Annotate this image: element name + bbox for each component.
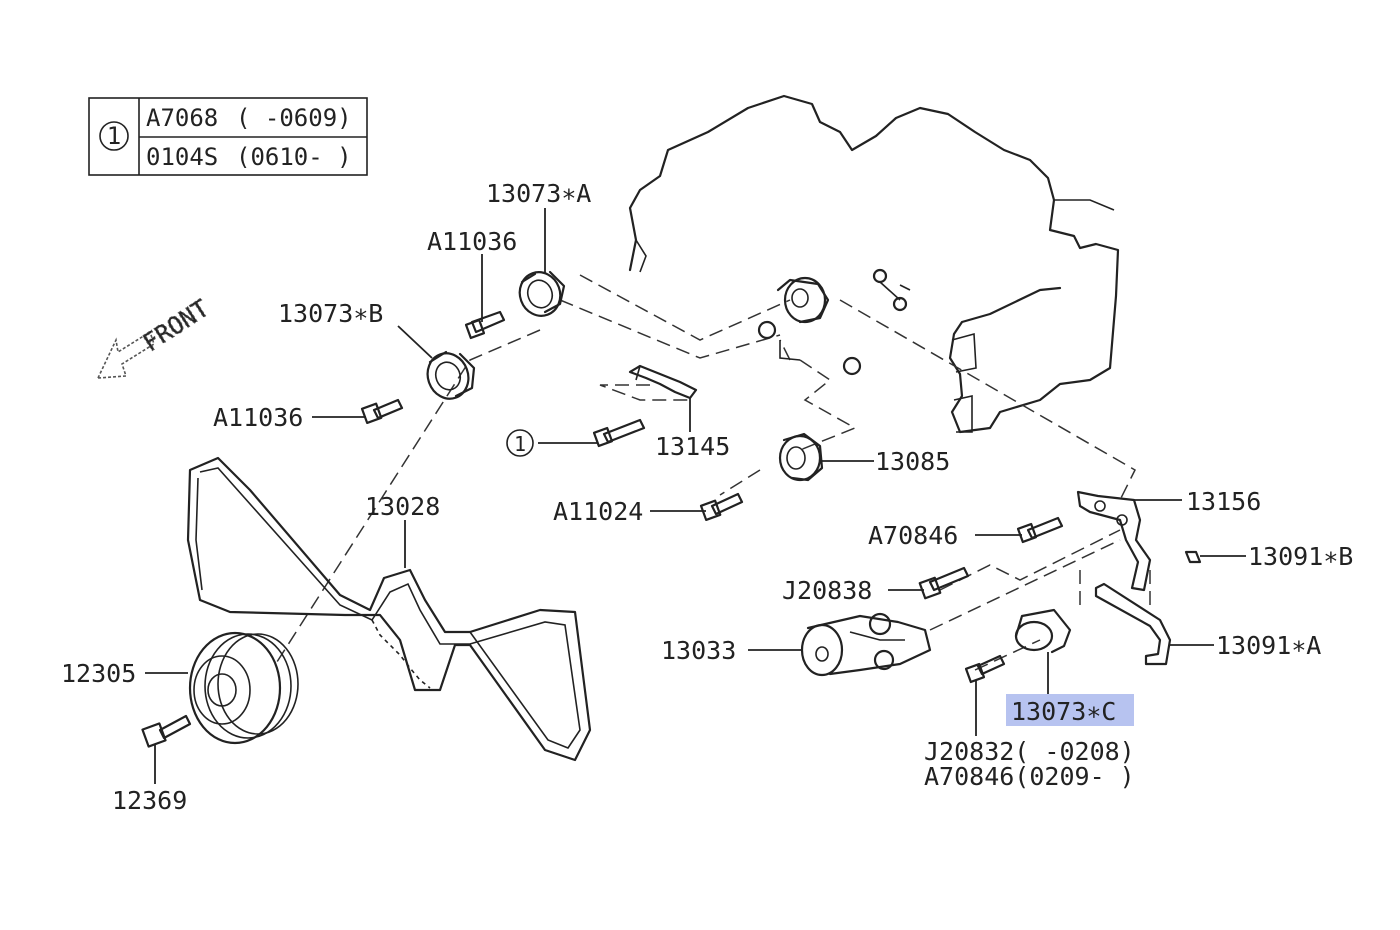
crank-bolt xyxy=(141,714,192,748)
table-row-2-range: (0610- ) xyxy=(236,143,352,171)
label-a70846-range[interactable]: A70846(0209- ) xyxy=(924,762,1135,791)
leader-lines xyxy=(145,208,1246,784)
bolt-j20838 xyxy=(918,566,970,600)
cam-sprocket xyxy=(757,268,911,376)
engine-block xyxy=(628,94,1120,434)
bolt-j20832 xyxy=(964,654,1006,684)
bolt-a70846 xyxy=(1016,516,1064,544)
crank-pulley xyxy=(188,631,299,745)
bolt-a11036-top xyxy=(464,310,506,340)
idler-pulley-b xyxy=(426,350,476,400)
label-13085[interactable]: 13085 xyxy=(875,447,950,476)
table-marker: 1 xyxy=(107,122,121,150)
label-a11024[interactable]: A11024 xyxy=(553,497,643,526)
label-13073b[interactable]: 13073∗B xyxy=(278,299,383,328)
bracket-13145 xyxy=(628,364,698,400)
circle-ref-marker xyxy=(506,429,534,457)
front-label: FRONT xyxy=(138,294,214,357)
bolt-circle-ref xyxy=(592,418,646,448)
clip-13091b xyxy=(1184,550,1202,564)
highlight-box xyxy=(1006,694,1134,726)
label-13033[interactable]: 13033 xyxy=(661,636,736,665)
label-j20832[interactable]: J20832( -0208) xyxy=(924,737,1135,766)
idler-pulley-c xyxy=(1014,608,1072,654)
table-row-1-part: A7068 xyxy=(146,104,218,132)
label-a11036-top[interactable]: A11036 xyxy=(427,227,517,256)
label-j20838[interactable]: J20838 xyxy=(782,576,872,605)
bolt-a11024 xyxy=(699,492,744,522)
callout-labels: 13073∗A A11036 13073∗B A11036 13145 1308… xyxy=(61,179,1353,815)
label-13073c[interactable]: 13073∗C xyxy=(1011,697,1116,726)
label-12305[interactable]: 12305 xyxy=(61,659,136,688)
table-row-1-range: ( -0609) xyxy=(236,104,352,132)
label-13145[interactable]: 13145 xyxy=(655,432,730,461)
idler-13085 xyxy=(778,432,824,482)
circle-ref-label: 1 xyxy=(514,432,526,456)
label-13028[interactable]: 13028 xyxy=(365,492,440,521)
applicability-table: 1 A7068 ( -0609) 0104S (0610- ) xyxy=(88,97,368,176)
label-12369[interactable]: 12369 xyxy=(112,786,187,815)
tensioner-13033 xyxy=(800,612,932,677)
label-13091a[interactable]: 13091∗A xyxy=(1216,631,1321,660)
timing-belt xyxy=(186,456,592,762)
label-13091b[interactable]: 13091∗B xyxy=(1248,542,1353,571)
label-a11036-left[interactable]: A11036 xyxy=(213,403,303,432)
guide-13091a xyxy=(1094,582,1172,666)
label-13156[interactable]: 13156 xyxy=(1186,487,1261,516)
idler-pulley-a xyxy=(518,270,566,317)
bolt-a11036-left xyxy=(360,398,404,425)
table-row-2-part: 0104S xyxy=(146,143,218,171)
front-direction-arrow: FRONT xyxy=(96,294,214,379)
table-marker-circle xyxy=(99,121,129,151)
label-a70846[interactable]: A70846 xyxy=(868,521,958,550)
label-13073a[interactable]: 13073∗A xyxy=(486,179,591,208)
tensioner-bracket xyxy=(1076,490,1152,592)
